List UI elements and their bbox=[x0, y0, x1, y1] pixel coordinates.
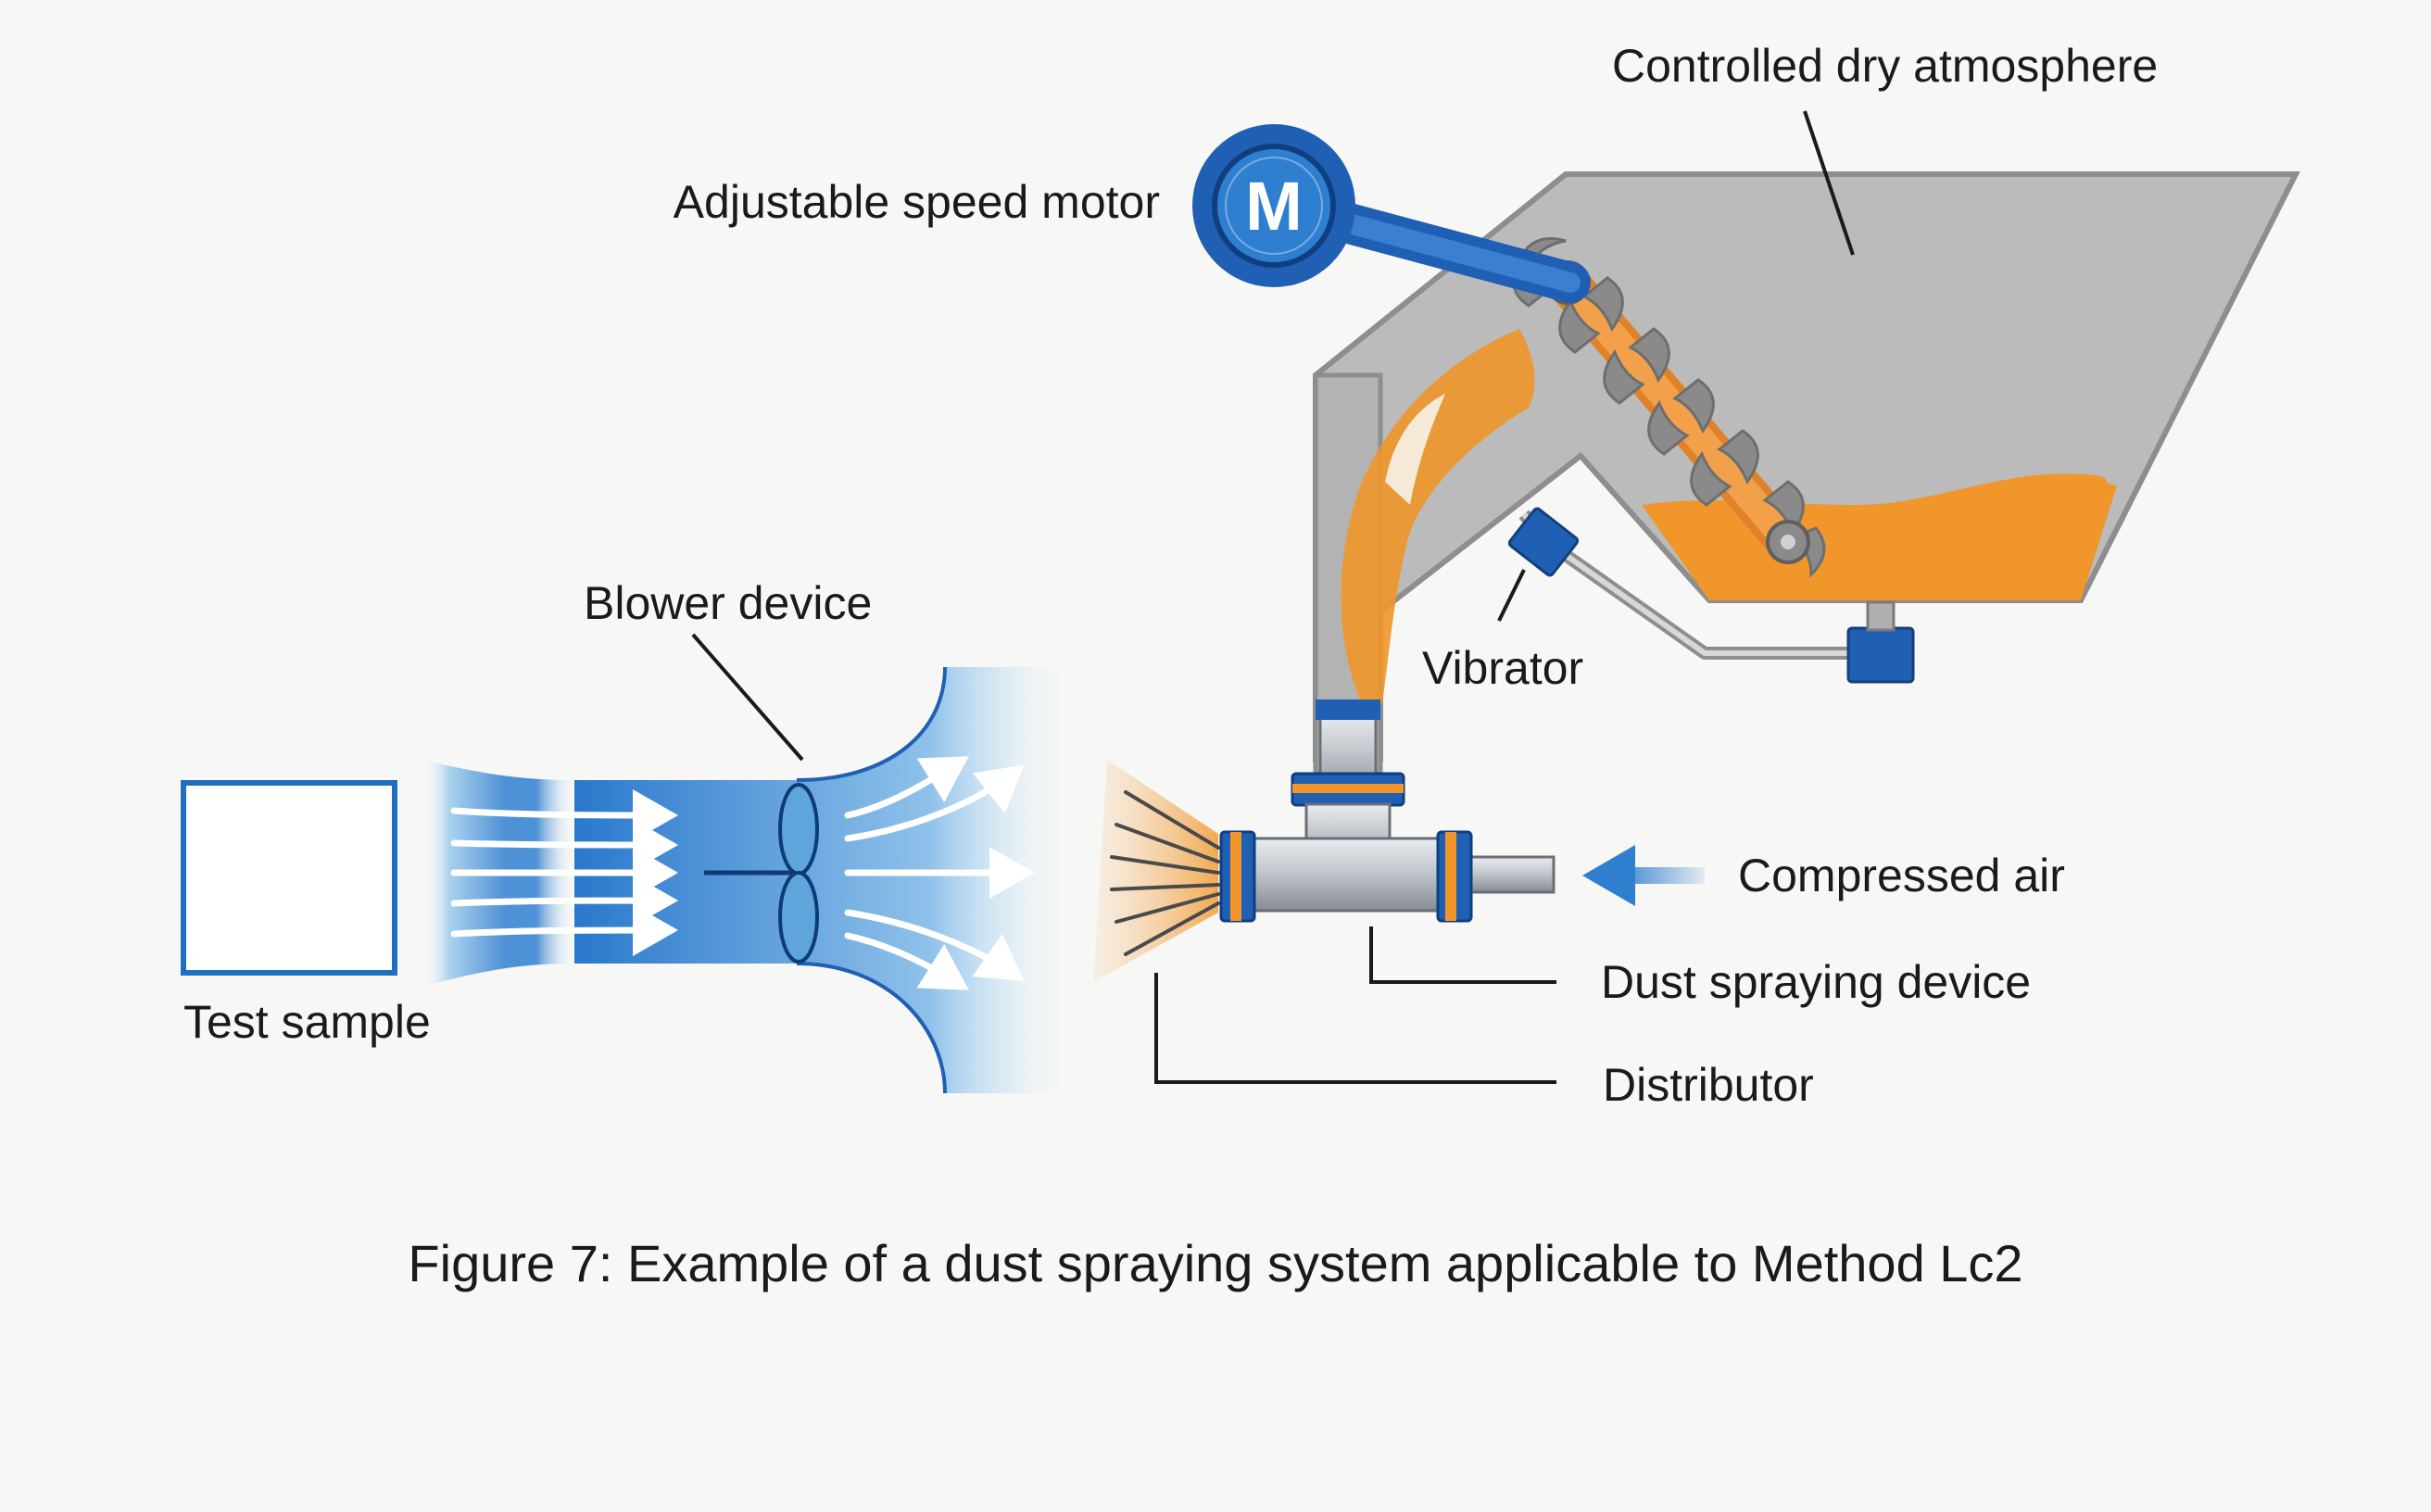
leader-lines bbox=[691, 110, 1855, 1084]
blower-device bbox=[422, 666, 1084, 1094]
vibrator-foot bbox=[1846, 626, 1915, 684]
airflow-arrows-inlet bbox=[450, 788, 678, 957]
test-sample-box bbox=[181, 780, 397, 976]
dust-swirl bbox=[1385, 394, 1445, 505]
distributor-spray bbox=[1093, 760, 1220, 982]
dust-stream bbox=[1341, 329, 1535, 704]
label-adjustable-speed-motor: Adjustable speed motor bbox=[674, 176, 1160, 228]
vibrator-block bbox=[1507, 507, 1580, 577]
label-vibrator: Vibrator bbox=[1422, 642, 1583, 694]
label-compressed-air: Compressed air bbox=[1738, 850, 2065, 901]
hopper-assembly bbox=[1313, 171, 2300, 776]
motor-letter: M bbox=[1245, 168, 1303, 245]
fan-icon bbox=[704, 783, 819, 964]
auger-icon bbox=[1512, 237, 1826, 578]
dust-spraying-device bbox=[1219, 699, 1556, 923]
figure-caption: Figure 7: Example of a dust spraying sys… bbox=[408, 1234, 2022, 1292]
label-blower-device: Blower device bbox=[584, 577, 872, 629]
motor-icon: M bbox=[1192, 124, 1591, 303]
airflow-arrows-outlet bbox=[844, 756, 1035, 990]
label-dust-spraying-device: Dust spraying device bbox=[1601, 956, 2031, 1008]
label-test-sample: Test sample bbox=[183, 996, 431, 1048]
label-distributor: Distributor bbox=[1603, 1059, 1814, 1111]
arrow-left-icon bbox=[1582, 845, 1705, 906]
label-controlled-dry-atmosphere: Controlled dry atmosphere bbox=[1612, 40, 2158, 92]
